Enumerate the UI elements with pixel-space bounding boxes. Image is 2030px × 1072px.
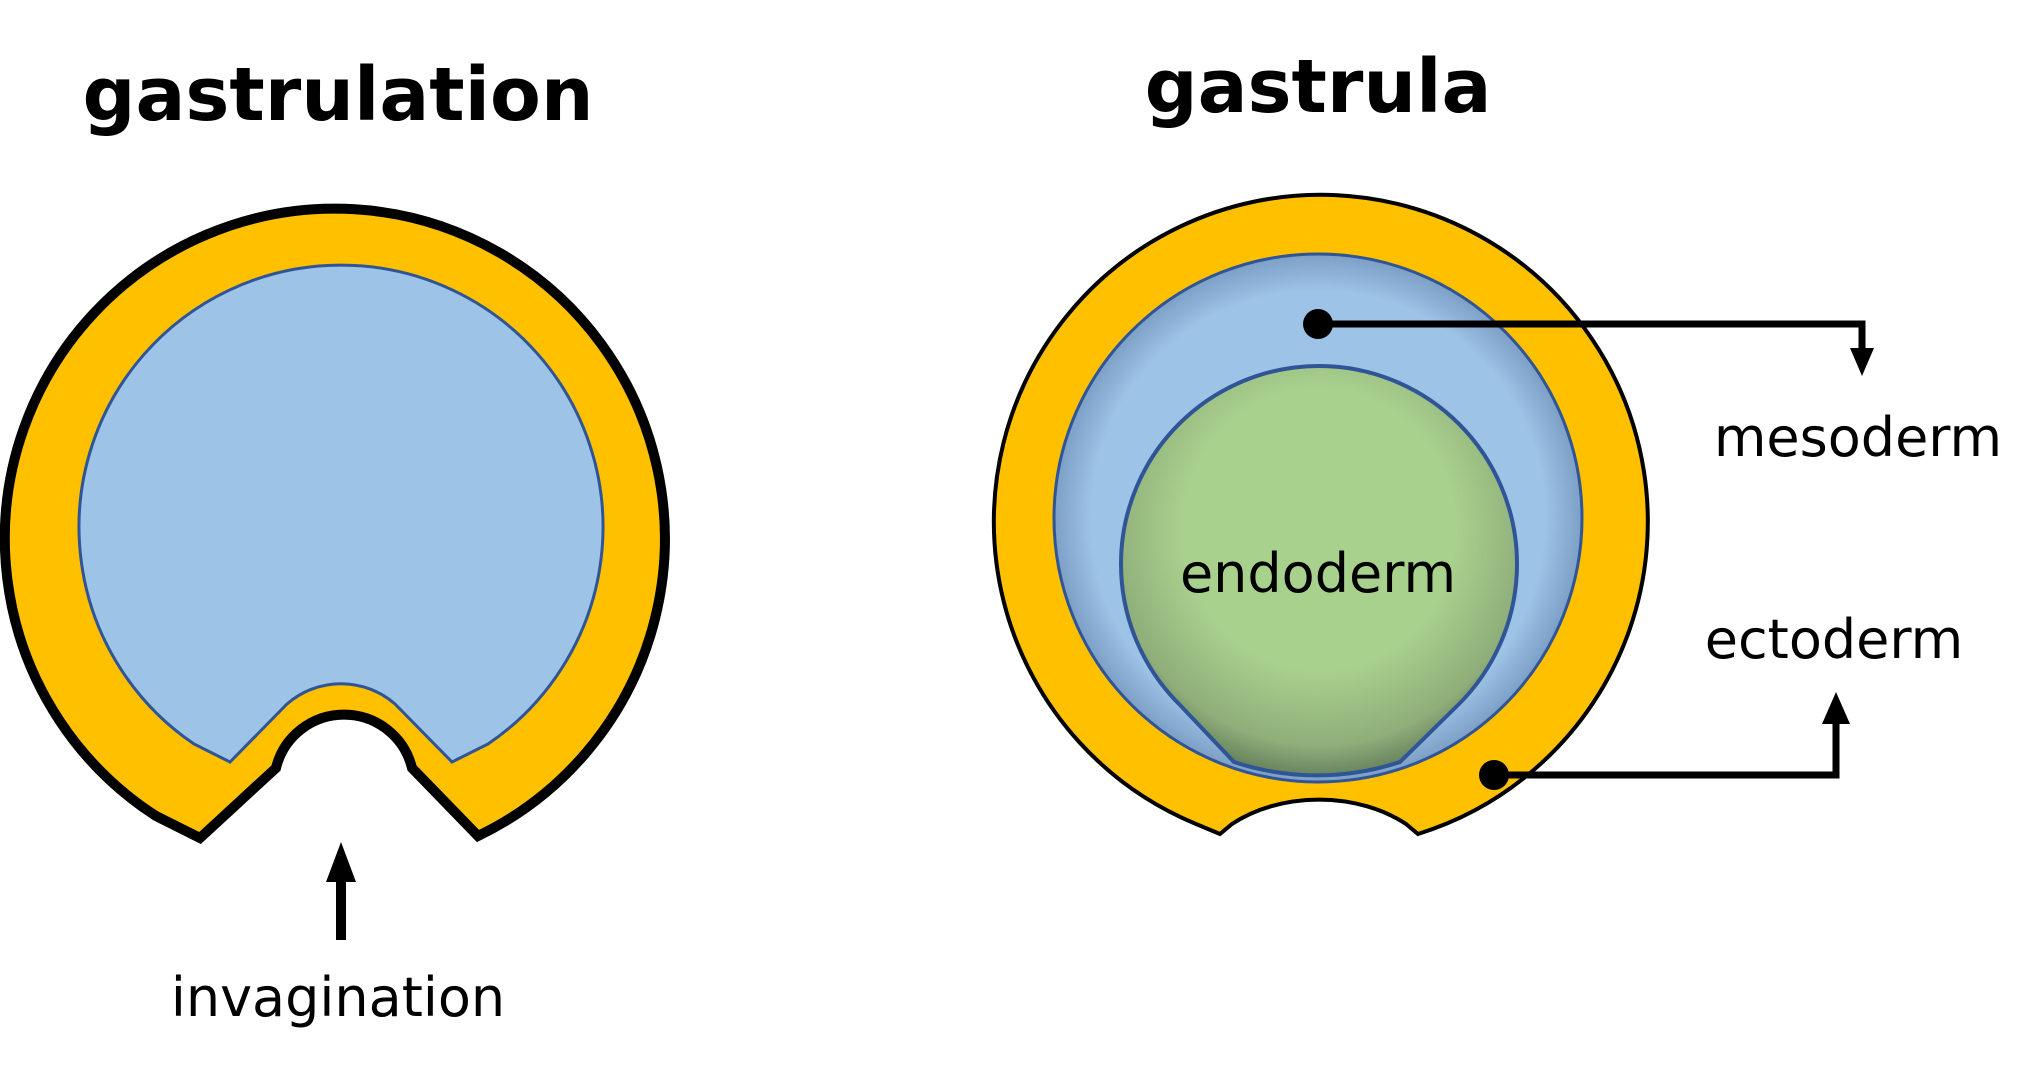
endoderm-label: endoderm (1180, 542, 1456, 605)
elbow-arrow-up-icon (1479, 692, 1850, 790)
blastocoel (77, 263, 605, 764)
gastrula-panel: gastrula endoderm mesoderm ectoderm (991, 44, 2002, 837)
invagination-label: invagination (171, 966, 505, 1029)
arrow-up-icon (326, 842, 356, 940)
ectoderm-label: ectoderm (1705, 608, 1963, 671)
gastrulation-panel: gastrulation invagination (0, 52, 670, 1029)
endoderm-layer (1119, 363, 1519, 778)
elbow-arrow-down-icon (1303, 309, 1874, 376)
gastrulation-title: gastrulation (82, 52, 593, 138)
mesoderm-label: mesoderm (1714, 406, 2002, 469)
gastrula-title: gastrula (1145, 44, 1492, 130)
